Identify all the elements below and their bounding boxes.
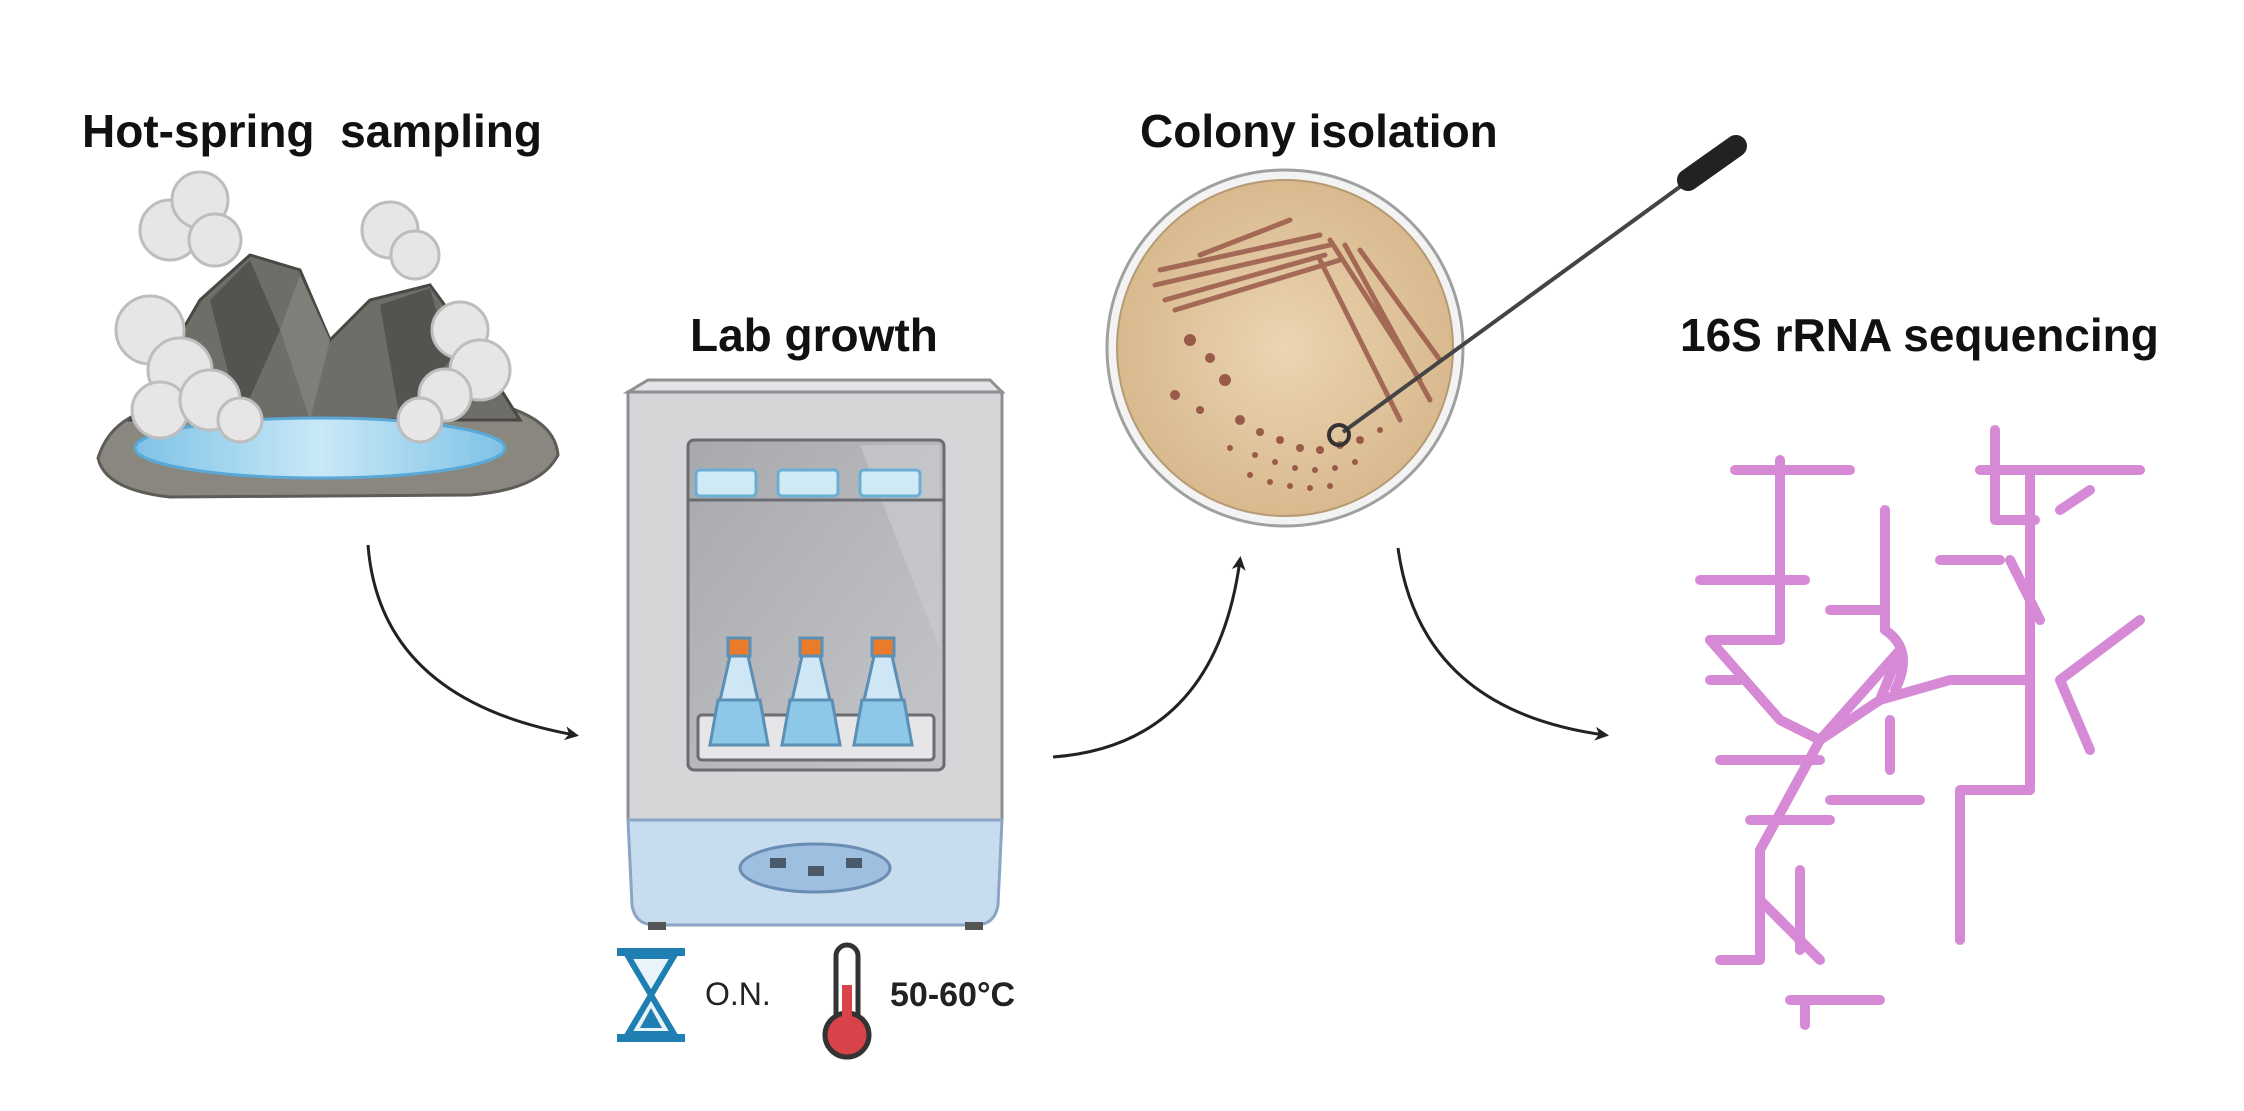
thermometer-icon xyxy=(822,942,872,1060)
arrow-isolation-to-sequencing xyxy=(1396,547,1609,741)
petri-dish-icon xyxy=(1105,168,1465,528)
arrow-sampling-to-growth xyxy=(366,544,579,741)
hot-spring-icon xyxy=(96,170,560,499)
incubator-shaker-icon xyxy=(622,378,1006,930)
rrna-structure-icon xyxy=(1695,425,2145,1030)
temperature-label: 50-60°C xyxy=(890,976,1016,1014)
inoculation-loop-icon xyxy=(1327,135,1747,447)
step-title-sampling: Hot-spring sampling xyxy=(82,105,542,157)
step-title-isolation: Colony isolation xyxy=(1140,105,1498,157)
flow-arrows xyxy=(366,544,1609,759)
duration-label: O.N. xyxy=(705,976,771,1012)
step-title-sequencing: 16S rRNA sequencing xyxy=(1680,309,2159,361)
hourglass-icon xyxy=(617,948,685,1042)
arrow-growth-to-isolation xyxy=(1052,556,1246,759)
step-title-growth: Lab growth xyxy=(690,309,938,361)
